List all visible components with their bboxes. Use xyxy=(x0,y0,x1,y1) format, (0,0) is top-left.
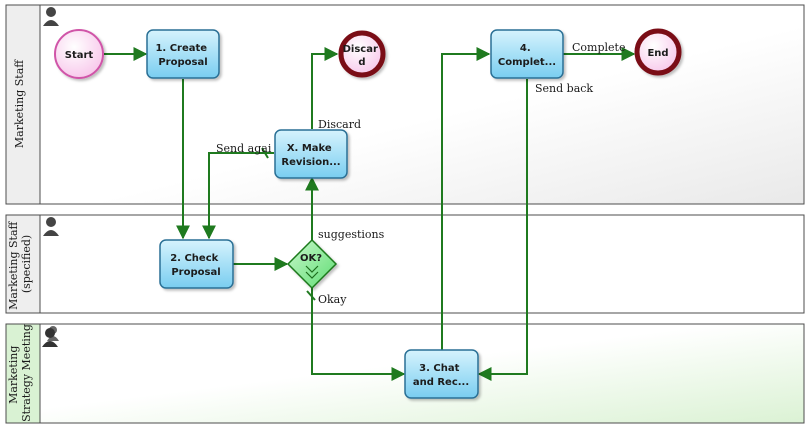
user-icon xyxy=(43,217,59,236)
gateway-marker-icon xyxy=(305,265,319,279)
edge-label-send-back: Send back xyxy=(535,82,593,95)
edge-complete-to-chat xyxy=(477,79,528,381)
edge-chat-to-complete xyxy=(441,47,491,350)
edge-label-suggestions: suggestions xyxy=(318,228,385,241)
gateway-ok[interactable]: OK? xyxy=(286,238,338,290)
svg-text:1. Create Proposal: 1. Create Proposal xyxy=(155,43,210,68)
svg-text:Start: Start xyxy=(65,50,94,61)
svg-text:X. Make Revision...: X. Make Revision... xyxy=(281,143,340,168)
lane-title: Marketing Strategy Meeting xyxy=(7,324,33,422)
task-create-proposal[interactable]: 1. Create Proposal xyxy=(146,29,220,79)
task-chat-and-rec[interactable]: 3. Chat and Rec... xyxy=(404,349,479,399)
lane-title: Marketing Staff (specified) xyxy=(7,218,33,310)
edge-label-complete: Complete xyxy=(572,41,625,54)
task-complete[interactable]: 4. Complet... xyxy=(490,29,564,79)
start-event[interactable]: Start xyxy=(54,29,104,79)
svg-text:End: End xyxy=(647,48,668,59)
svg-text:3. Chat and Rec...: 3. Chat and Rec... xyxy=(413,363,469,388)
edge-revision-to-discard xyxy=(311,47,339,129)
edge-label-discard: Discard xyxy=(318,118,361,131)
lane-marketing-staff: Marketing Staff xyxy=(5,4,805,205)
edge-ticks xyxy=(261,147,316,301)
task-make-revision[interactable]: X. Make Revision... xyxy=(274,129,348,179)
svg-text:OK?: OK? xyxy=(300,253,322,264)
edge-label-okay: Okay xyxy=(318,293,347,306)
edge-revision-to-check xyxy=(202,152,274,240)
lane-marketing-staff-specified: Marketing Staff (specified) xyxy=(5,214,805,314)
user-icon xyxy=(43,7,59,26)
svg-text:Discar d: Discar d xyxy=(343,44,382,68)
svg-text:2. Check Proposal: 2. Check Proposal xyxy=(170,253,222,278)
edge-label-send-again: Send agai xyxy=(216,142,272,155)
edge-gateway-to-chat xyxy=(311,288,406,381)
lane-title: Marketing Staff xyxy=(13,59,26,148)
edges xyxy=(104,47,636,381)
end-event[interactable]: End xyxy=(634,28,682,76)
svg-text:4. Complet...: 4. Complet... xyxy=(498,43,556,68)
task-check-proposal[interactable]: 2. Check Proposal xyxy=(159,239,234,289)
user-group-icon xyxy=(42,326,59,347)
end-event-discard[interactable]: Discar d xyxy=(338,30,386,78)
